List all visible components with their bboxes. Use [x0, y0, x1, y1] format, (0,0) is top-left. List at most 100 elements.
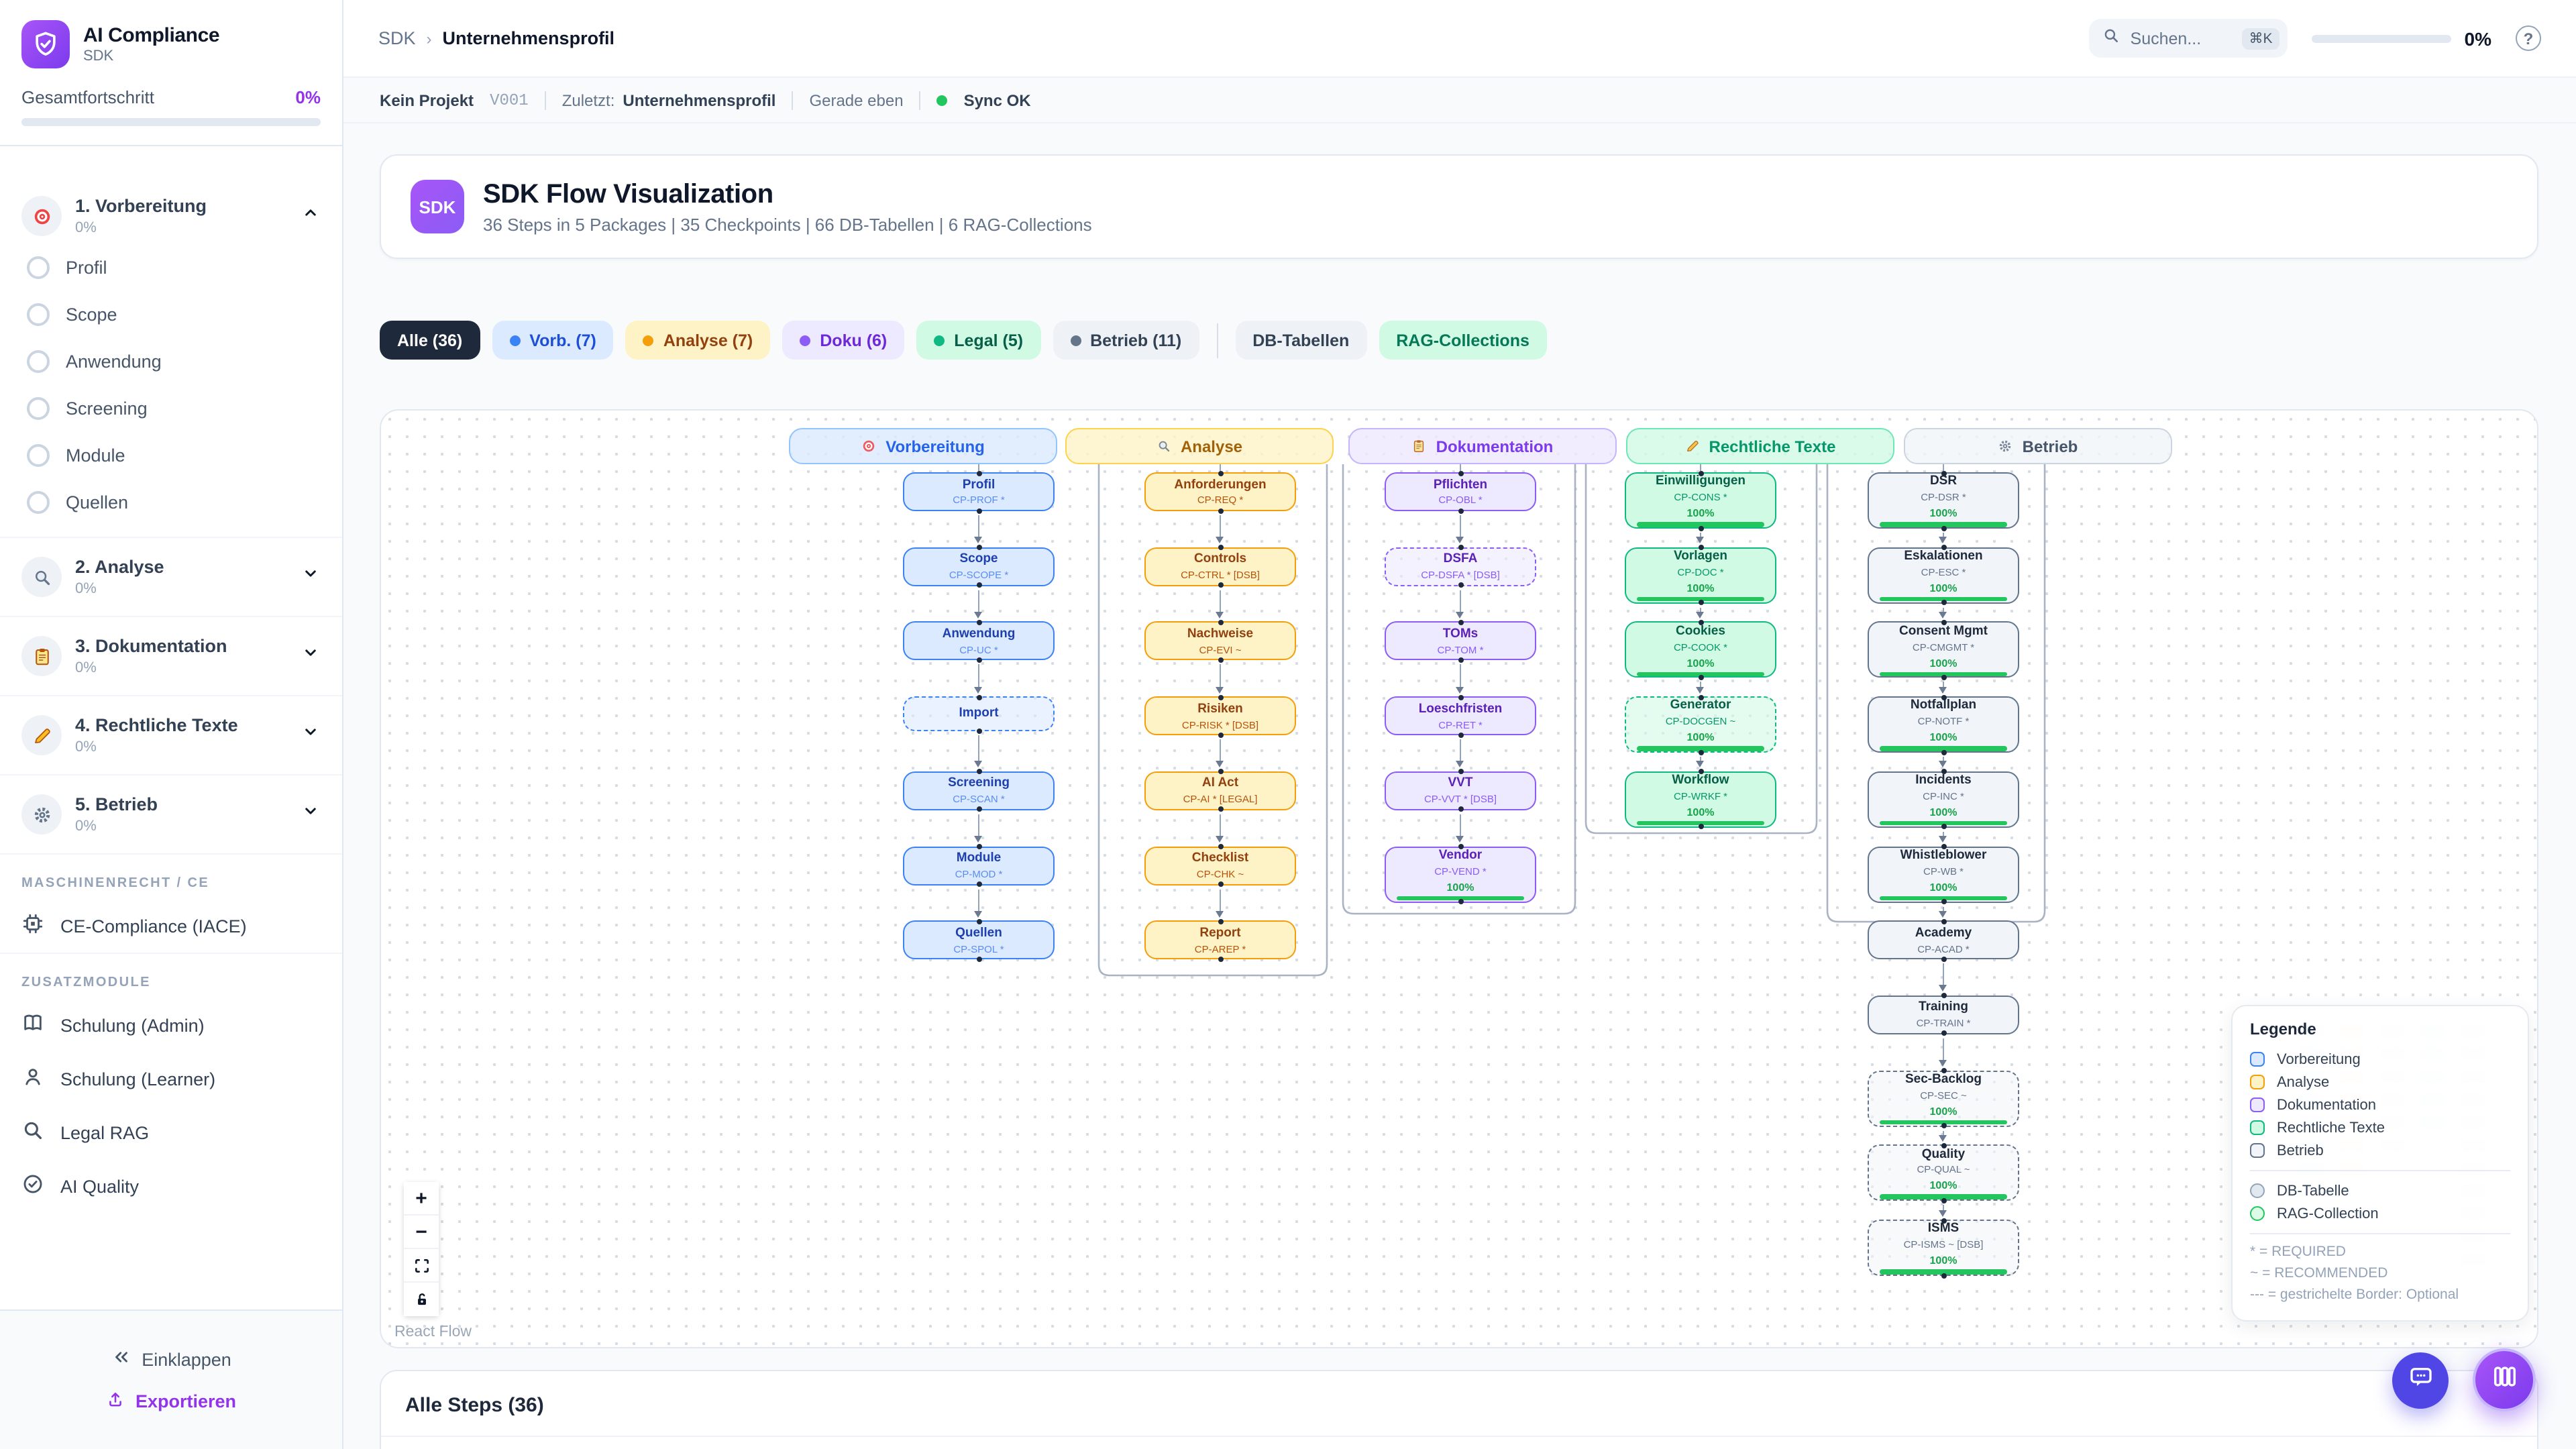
- clipboard-icon: [1412, 439, 1427, 453]
- filter-chip-analyse-7-[interactable]: Analyse (7): [626, 321, 770, 360]
- sidebar-section-1[interactable]: 1. Vorbereitung0%: [0, 188, 342, 244]
- filter-chip-db-tabellen[interactable]: DB-Tabellen: [1235, 321, 1366, 360]
- sidebar-item-screening[interactable]: Screening: [0, 385, 342, 432]
- flow-node-quellen[interactable]: QuellenCP-SPOL *: [903, 920, 1055, 959]
- flow-node-checklist[interactable]: ChecklistCP-CHK ~: [1144, 846, 1296, 885]
- package-header-rechtliche-texte[interactable]: Rechtliche Texte: [1626, 428, 1894, 464]
- help-icon[interactable]: ?: [2516, 25, 2541, 51]
- legend-swatch-icon: [2250, 1052, 2265, 1067]
- chevron-down-icon: [301, 564, 321, 590]
- sidebar-item-schulung-admin-[interactable]: Schulung (Admin): [0, 998, 342, 1052]
- legend-item: Dokumentation: [2250, 1093, 2510, 1116]
- flow-node-einwilligungen[interactable]: EinwilligungenCP-CONS *100%: [1625, 472, 1776, 529]
- sidebar-item-quellen[interactable]: Quellen: [0, 479, 342, 526]
- sidebar-section-4[interactable]: 4. Rechtliche Texte0%: [0, 707, 342, 763]
- flow-node-screening[interactable]: ScreeningCP-SCAN *: [903, 771, 1055, 810]
- filter-chip-betrieb-11-[interactable]: Betrieb (11): [1053, 321, 1199, 360]
- flow-node-vorlagen[interactable]: VorlagenCP-DOC *100%: [1625, 547, 1776, 603]
- filter-chip-rag-collections[interactable]: RAG-Collections: [1379, 321, 1547, 360]
- package-header-vorbereitung[interactable]: Vorbereitung: [789, 428, 1057, 464]
- flow-node-training[interactable]: TrainingCP-TRAIN *: [1868, 996, 2019, 1034]
- flow-node-whistleblower[interactable]: WhistleblowerCP-WB *100%: [1868, 846, 2019, 902]
- page-subtitle: 36 Steps in 5 Packages | 35 Checkpoints …: [483, 214, 1092, 234]
- flow-node-import[interactable]: Import: [903, 696, 1055, 731]
- breadcrumb-current: Unternehmensprofil: [443, 28, 615, 48]
- flow-node-isms[interactable]: ISMSCP-ISMS ~ [DSB]100%: [1868, 1220, 2019, 1276]
- flow-node-consent-mgmt[interactable]: Consent MgmtCP-CMGMT *100%: [1868, 622, 2019, 678]
- sidebar-item-scope[interactable]: Scope: [0, 291, 342, 338]
- zoom-out-button[interactable]: −: [404, 1216, 439, 1249]
- flow-node-dsfa[interactable]: DSFACP-DSFA * [DSB]: [1385, 547, 1536, 586]
- flow-node-risiken[interactable]: RisikenCP-RISK * [DSB]: [1144, 696, 1296, 735]
- package-header-analyse[interactable]: Analyse: [1065, 428, 1334, 464]
- sidebar-item-module[interactable]: Module: [0, 432, 342, 479]
- flow-node-controls[interactable]: ControlsCP-CTRL * [DSB]: [1144, 547, 1296, 586]
- filter-chip-doku-6-[interactable]: Doku (6): [782, 321, 904, 360]
- search-input[interactable]: Suchen... ⌘K: [2089, 19, 2288, 58]
- filter-chip-legal-5-[interactable]: Legal (5): [916, 321, 1040, 360]
- flow-edge-arrowhead: [1456, 612, 1464, 619]
- export-button[interactable]: Exportieren: [106, 1390, 236, 1413]
- flow-node-sec-backlog[interactable]: Sec-BacklogCP-SEC ~100%: [1868, 1070, 2019, 1126]
- flow-node-anforderungen[interactable]: AnforderungenCP-REQ *: [1144, 472, 1296, 511]
- legend-note: * = REQUIRED: [2250, 1242, 2510, 1264]
- sidebar-section-5[interactable]: 5. Betrieb0%: [0, 786, 342, 843]
- flow-node-report[interactable]: ReportCP-AREP *: [1144, 920, 1296, 959]
- flow-edge-arrowhead: [1696, 537, 1704, 543]
- legend-item: RAG-Collection: [2250, 1202, 2510, 1225]
- sidebar-item-ce-compliance[interactable]: CE-Compliance (IACE): [0, 899, 342, 953]
- filter-chip-vorb-7-[interactable]: Vorb. (7): [492, 321, 614, 360]
- package-header-betrieb[interactable]: Betrieb: [1904, 428, 2172, 464]
- flow-node-generator[interactable]: GeneratorCP-DOCGEN ~100%: [1625, 696, 1776, 753]
- chat-button[interactable]: [2392, 1352, 2449, 1409]
- all-steps-card: Alle Steps (36): [380, 1370, 2538, 1449]
- sidebar-item-profil[interactable]: Profil: [0, 244, 342, 291]
- flow-edge-arrowhead: [1939, 985, 1947, 992]
- flow-node-loeschfristen[interactable]: LoeschfristenCP-RET *: [1385, 696, 1536, 735]
- legend-title: Legende: [2250, 1020, 2510, 1038]
- sidebar-item-legal-rag[interactable]: Legal RAG: [0, 1106, 342, 1159]
- flow-edge: [977, 814, 979, 837]
- flow-node-workflow[interactable]: WorkflowCP-WRKF *100%: [1625, 771, 1776, 828]
- flow-node-quality[interactable]: QualityCP-QUAL ~100%: [1868, 1145, 2019, 1201]
- lock-button[interactable]: [404, 1283, 439, 1316]
- flow-node-notfallplan[interactable]: NotfallplanCP-NOTF *100%: [1868, 696, 2019, 753]
- flow-node-ai-act[interactable]: AI ActCP-AI * [LEGAL]: [1144, 771, 1296, 810]
- flow-node-toms[interactable]: TOMsCP-TOM *: [1385, 622, 1536, 661]
- legend-item: Analyse: [2250, 1071, 2510, 1093]
- flow-node-vendor[interactable]: VendorCP-VEND *100%: [1385, 846, 1536, 902]
- flow-node-module[interactable]: ModuleCP-MOD *: [903, 846, 1055, 885]
- collapse-sidebar-button[interactable]: Einklappen: [111, 1347, 231, 1371]
- flow-node-incidents[interactable]: IncidentsCP-INC *100%: [1868, 771, 2019, 828]
- reactflow-attribution[interactable]: React Flow: [394, 1324, 472, 1340]
- node-progress-value: 100%: [1930, 1180, 1957, 1192]
- flow-node-anwendung[interactable]: AnwendungCP-UC *: [903, 622, 1055, 661]
- flow-header-card: SDK SDK Flow Visualization 36 Steps in 5…: [380, 154, 2538, 259]
- flow-node-nachweise[interactable]: NachweiseCP-EVI ~: [1144, 622, 1296, 661]
- sidebar-item-anwendung[interactable]: Anwendung: [0, 338, 342, 385]
- flow-node-vvt[interactable]: VVTCP-VVT * [DSB]: [1385, 771, 1536, 810]
- flow-node-dsr[interactable]: DSRCP-DSR *100%: [1868, 472, 2019, 529]
- columns-panel-button[interactable]: [2473, 1348, 2536, 1411]
- breadcrumb-sdk[interactable]: SDK: [378, 28, 416, 48]
- sidebar-item-schulung-learner-[interactable]: Schulung (Learner): [0, 1052, 342, 1106]
- magnifier-icon: [1157, 439, 1171, 453]
- flow-node-eskalationen[interactable]: EskalationenCP-ESC *100%: [1868, 547, 2019, 603]
- flow-edge-arrowhead: [1939, 1060, 1947, 1067]
- search-icon: [21, 1119, 44, 1146]
- category-dot-icon: [643, 335, 654, 345]
- sidebar-item-ai-quality[interactable]: AI Quality: [0, 1159, 342, 1213]
- flow-node-scope[interactable]: ScopeCP-SCOPE *: [903, 547, 1055, 586]
- sidebar-section-2[interactable]: 2. Analyse0%: [0, 549, 342, 605]
- flow-node-pflichten[interactable]: PflichtenCP-OBL *: [1385, 472, 1536, 511]
- zoom-in-button[interactable]: +: [404, 1182, 439, 1216]
- sidebar-section-3[interactable]: 3. Dokumentation0%: [0, 628, 342, 684]
- fit-view-button[interactable]: [404, 1249, 439, 1283]
- filter-chip-alle-36-[interactable]: Alle (36): [380, 321, 480, 360]
- flow-node-profil[interactable]: ProfilCP-PROF *: [903, 472, 1055, 511]
- flow-node-cookies[interactable]: CookiesCP-COOK *100%: [1625, 622, 1776, 678]
- flow-canvas[interactable]: LegendeVorbereitungAnalyseDokumentationR…: [380, 409, 2538, 1348]
- flow-edge: [1942, 963, 1944, 985]
- package-header-dokumentation[interactable]: Dokumentation: [1348, 428, 1617, 464]
- flow-node-academy[interactable]: AcademyCP-ACAD *: [1868, 920, 2019, 959]
